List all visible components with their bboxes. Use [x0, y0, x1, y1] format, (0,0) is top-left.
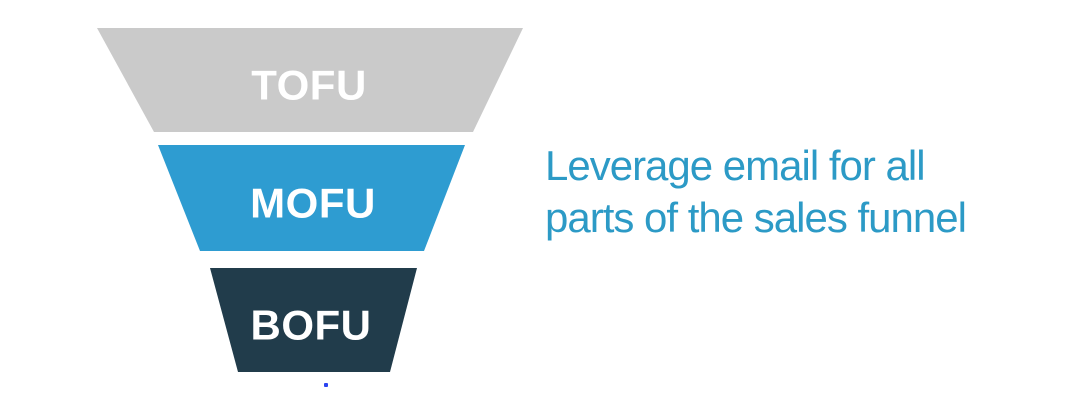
mofu-label: MOFU [250, 180, 376, 227]
bofu-trapezoid [210, 268, 417, 372]
mofu-trapezoid [158, 145, 465, 251]
headline-line-2: parts of the sales funnel [545, 194, 967, 241]
funnel-tier-mofu: MOFU [158, 145, 465, 251]
tofu-trapezoid [97, 28, 523, 132]
funnel-tier-tofu: TOFU [97, 28, 523, 132]
funnel-tier-bofu: BOFU [210, 268, 417, 372]
bofu-label: BOFU [251, 302, 372, 349]
headline-line-1: Leverage email for all [545, 142, 926, 189]
artifact-dot [324, 383, 328, 387]
tofu-label: TOFU [251, 62, 367, 109]
headline-text: Leverage email for all parts of the sale… [545, 140, 967, 244]
